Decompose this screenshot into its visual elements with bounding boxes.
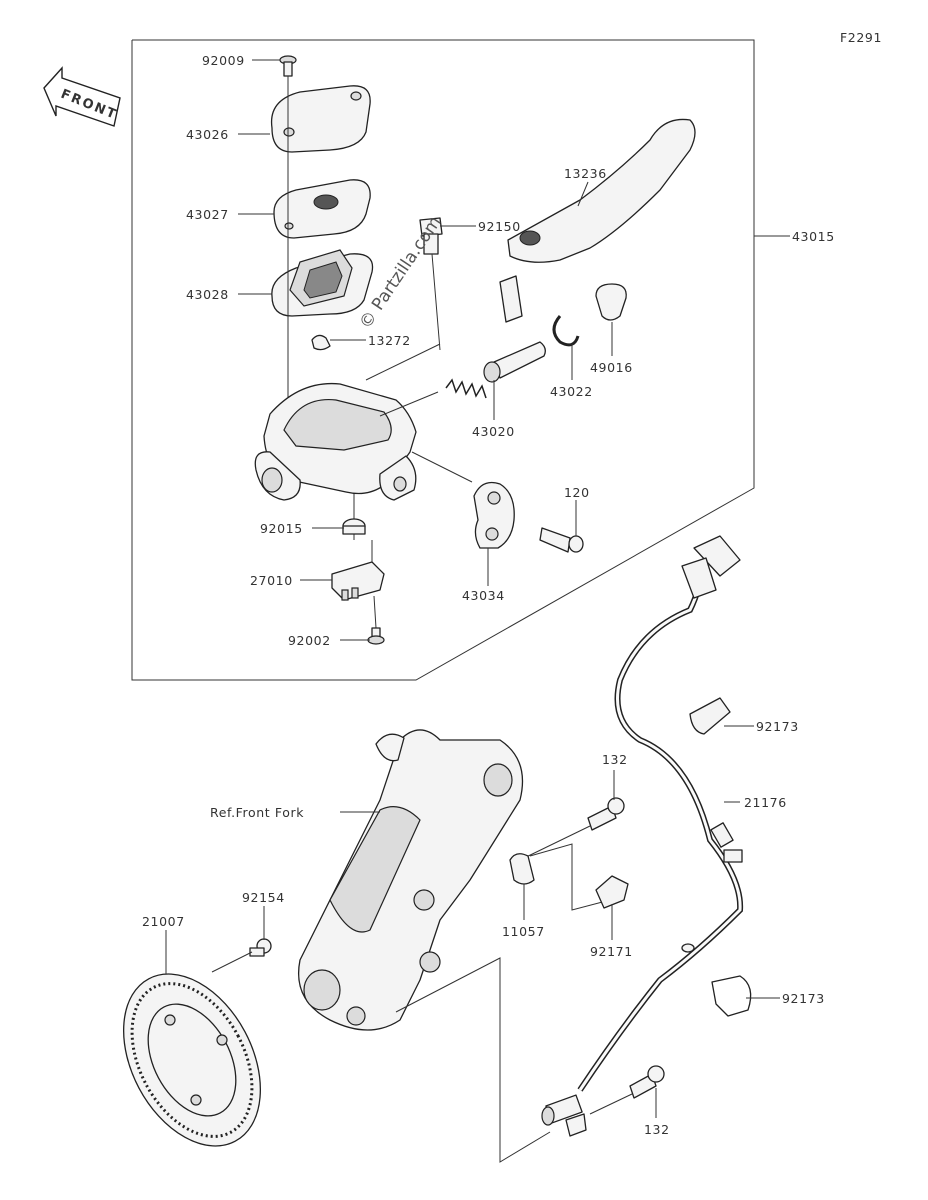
sensor-harness [577,535,744,1092]
callout-13236: 13236 [564,166,607,181]
callout-49016: 49016 [590,360,633,375]
sensor-rotor [122,973,262,1147]
rotor-bolt [249,938,272,957]
piston-kit [445,341,546,399]
clip-13272 [311,334,331,351]
callout-43034: 43034 [462,588,505,603]
assembly-frame [131,39,755,681]
callout-92015: 92015 [260,521,303,536]
clamp-bolt [539,527,584,553]
callout-13272: 13272 [368,333,411,348]
collar [509,853,535,885]
figure-code: F2291 [840,30,882,45]
callout-43022: 43022 [550,384,593,399]
sensor-bolt-upper [587,797,625,831]
brake-lever [499,118,696,323]
callout-132-upper: 132 [602,752,628,767]
sensor-bolt-lower [629,1065,665,1099]
dust-boot [595,283,627,321]
master-cylinder-body [254,382,417,501]
callout-92150: 92150 [478,219,521,234]
screw-92002 [367,627,385,645]
callout-43027: 43027 [186,207,229,222]
callout-27010: 27010 [250,573,293,588]
callout-11057: 11057 [502,924,545,939]
callout-92171: 92171 [590,944,633,959]
handlebar-clamp [473,481,515,549]
callout-120: 120 [564,485,590,500]
pivot-bolt [419,217,443,255]
callout-21007: 21007 [142,914,185,929]
front-fork [298,729,524,1031]
callout-132-lower: 132 [644,1122,670,1137]
callout-92173-lower: 92173 [782,991,825,1006]
diaphragm [271,249,374,317]
callout-92173-upper: 92173 [756,719,799,734]
callout-43026: 43026 [186,127,229,142]
circlip [552,315,580,347]
grommet [342,518,366,535]
callout-43015: 43015 [792,229,835,244]
callout-43028: 43028 [186,287,229,302]
reservoir-cap [270,85,371,153]
callout-21176: 21176 [744,795,787,810]
sensor-bracket [595,875,629,909]
harness-clip-lower [711,975,752,1017]
callout-43020: 43020 [472,424,515,439]
callout-92009: 92009 [202,53,245,68]
brake-switch [331,561,385,601]
harness-clip-upper [689,697,731,735]
callout-92002: 92002 [288,633,331,648]
abs-sensor [541,1094,587,1137]
screw-92009 [279,55,297,77]
callout-ref-front-fork: Ref.Front Fork [210,805,304,820]
diaphragm-plate [273,179,371,239]
callout-92154: 92154 [242,890,285,905]
front-arrow-icon: FRONT [43,66,121,127]
